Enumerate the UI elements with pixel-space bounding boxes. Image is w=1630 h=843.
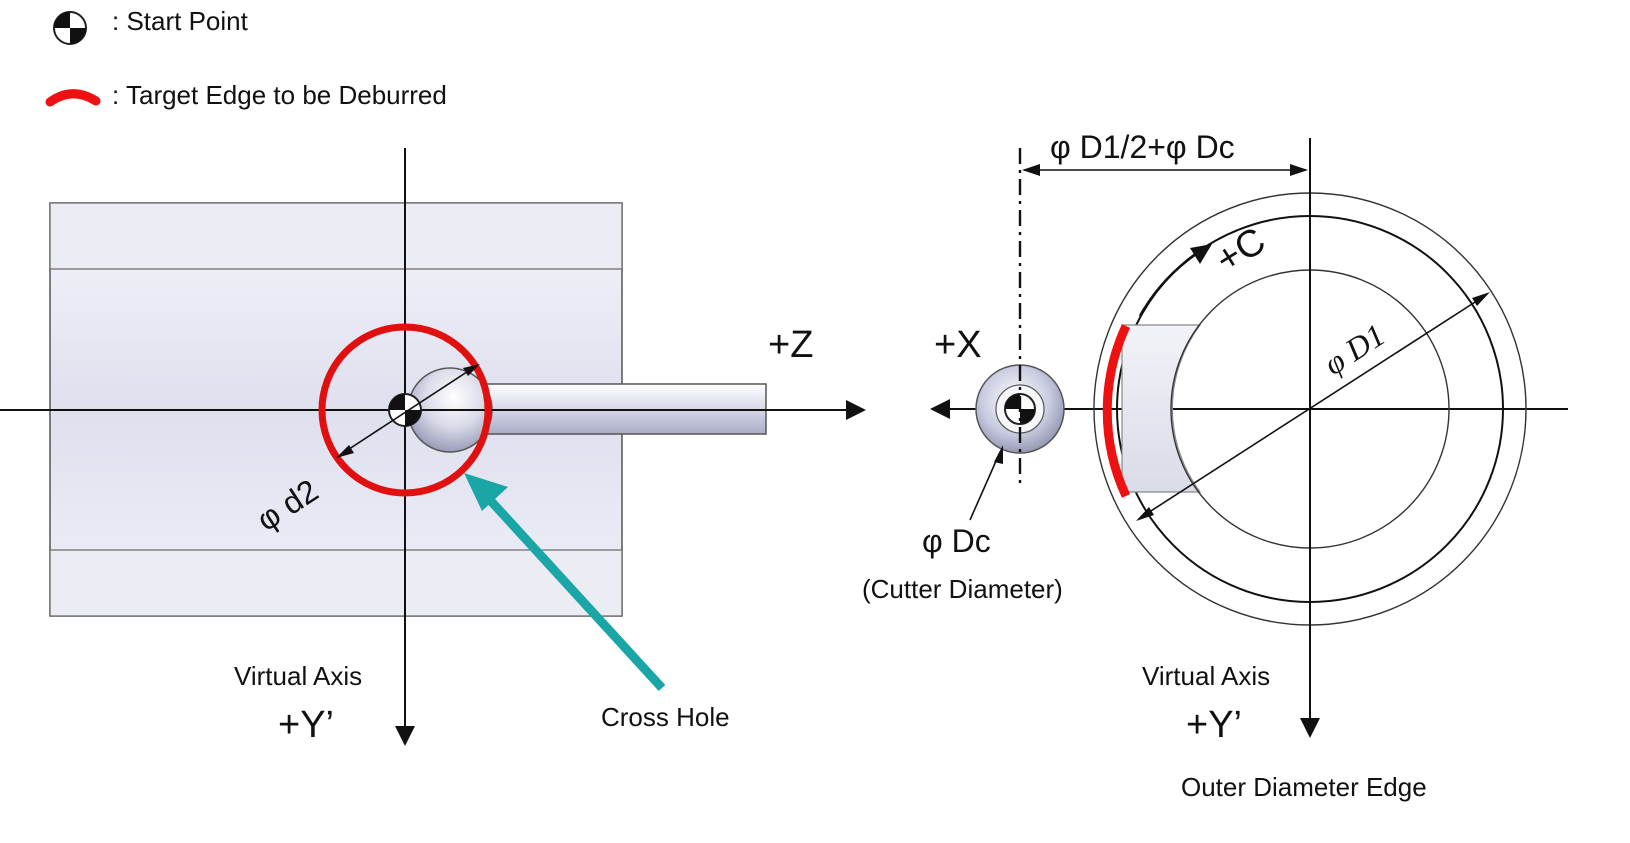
cutter-start-point-icon (1004, 393, 1036, 425)
offset-dimension-label: φ D1/2+φ Dc (1050, 129, 1235, 165)
z-axis-arrowhead (846, 400, 866, 420)
outer-diameter-label: φ D1 (1317, 316, 1391, 381)
cutter-diameter-label: φ Dc (922, 523, 991, 559)
rotation-arc (1138, 252, 1197, 317)
d2-arrowhead-lower (336, 445, 354, 458)
z-axis-label: +Z (768, 324, 813, 366)
offset-arrowhead-right (1290, 164, 1308, 176)
d2-arrowhead-upper (463, 364, 480, 376)
cutter-diameter-leader (969, 451, 1001, 521)
cutter-caption: (Cutter Diameter) (862, 574, 1063, 604)
right-y-axis-arrowhead (1300, 718, 1320, 738)
right-virtual-axis-label: Virtual Axis (1142, 661, 1270, 691)
workpiece-top-band (49, 202, 623, 270)
legend-target-edge-label: : Target Edge to be Deburred (112, 80, 447, 110)
d1-arrowhead-upper (1472, 292, 1490, 306)
cross-hole-pointer-shaft (486, 496, 666, 692)
offset-arrowhead-left (1022, 164, 1040, 176)
target-edge-legend-icon (45, 89, 101, 107)
deburr-area-highlight (318, 323, 492, 497)
left-y-axis-label: +Y’ (278, 704, 334, 746)
right-view: φ D1/2+φ Dc +C φ D1 +X φ Dc (Cutter Diam… (862, 129, 1568, 802)
outer-edge-label: Outer Diameter Edge (1181, 772, 1427, 802)
target-edge-arc (1102, 324, 1131, 498)
rotation-arrowhead (1190, 244, 1212, 264)
cross-hole-pointer-arrowhead (464, 473, 508, 511)
cutter-diameter-leader-arrowhead (994, 445, 1003, 464)
rotation-label: +C (1209, 220, 1273, 282)
legend-start-point-label: : Start Point (112, 6, 249, 36)
cross-hole-label: Cross Hole (601, 702, 730, 732)
right-y-axis-label: +Y’ (1186, 704, 1242, 746)
legend: : Start Point : Target Edge to be Deburr… (45, 6, 447, 110)
cross-hole-tube (1121, 324, 1202, 493)
workpiece-bottom-band (49, 549, 623, 617)
left-view: φ d2 +Z Virtual Axis +Y’ Cross Hole (0, 148, 866, 746)
d1-arrowhead-lower (1136, 507, 1154, 521)
start-point-icon (53, 11, 87, 45)
d1-dimension-line (1139, 294, 1487, 519)
left-virtual-axis-label: Virtual Axis (234, 661, 362, 691)
left-start-point-icon (388, 393, 422, 427)
x-axis-label: +X (934, 324, 982, 366)
d2-dimension-line (339, 365, 477, 456)
x-axis-arrowhead (930, 399, 950, 419)
left-y-axis-arrowhead (395, 726, 415, 746)
